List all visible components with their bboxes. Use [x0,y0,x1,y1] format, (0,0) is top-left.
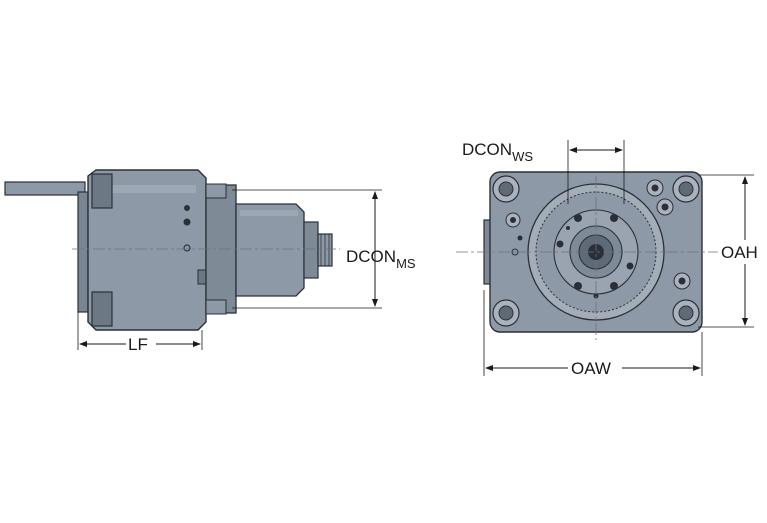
bolt-hole-5 [574,282,582,290]
fitting-tr [646,179,664,197]
front-view: DCONWS OAH OAW [456,140,766,379]
main-housing [87,169,207,331]
bolt-hole-3 [556,240,564,248]
fitting-right-lower [673,272,691,290]
bolt-hole-4 [626,262,634,270]
spindle-head [235,203,305,297]
lf-label: LF [128,335,148,354]
spindle-head-shade [240,210,298,216]
spindle-nose [303,221,319,279]
small-hole-left-2 [517,235,523,241]
fitting-left [505,212,521,228]
corner-bolt-br [672,299,700,327]
side-view: DCONMS LF [4,169,416,354]
spindle-bore [588,244,604,260]
bolt-hole-2 [610,214,618,222]
screw-2 [183,218,191,226]
fitting-right [656,198,674,216]
bolt-hole-6 [610,282,618,290]
shank-rod [4,181,86,196]
bolt-hole-1 [574,214,582,222]
corner-bolt-tr [672,175,700,203]
screw-3 [183,244,191,252]
corner-bolt-bl [492,299,520,327]
dcon-ms-label: DCONMS [346,247,416,271]
neck-tab-top [205,183,227,199]
oaw-label: OAW [571,359,611,378]
upper-clamp-block [91,173,113,209]
screw-1 [184,205,190,211]
dcon-ws-label: DCONWS [462,140,533,164]
housing-highlight [96,185,196,193]
oah-label: OAH [721,243,758,262]
flange-plate [77,191,89,313]
corner-bolt-tl [492,175,520,203]
lower-clamp-block [91,291,113,327]
neck-tab-bottom [205,299,227,315]
bolt-hole-8 [566,226,570,230]
small-hole-left [511,248,519,256]
notch [197,269,207,285]
